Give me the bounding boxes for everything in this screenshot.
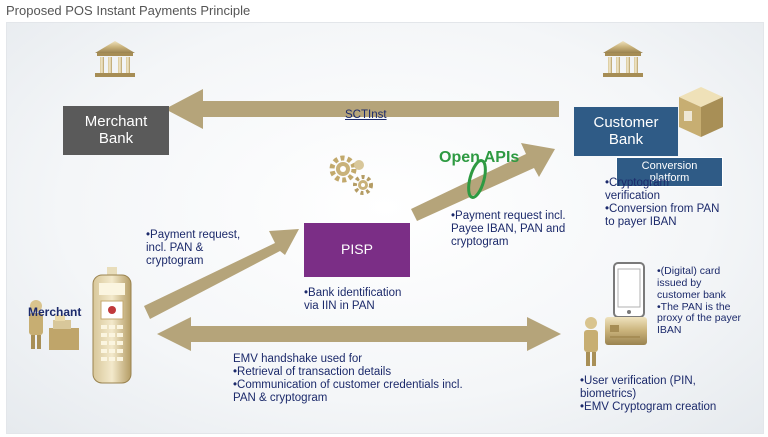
user-verification-text: •User verification (PIN,biometrics)•EMV … [580, 375, 716, 414]
payment-card-icon [605, 317, 647, 345]
text-line: issued by [657, 276, 702, 289]
payee-request-text: •Payment request incl.Payee IBAN, PAN an… [451, 210, 566, 249]
merchant-label: Merchant [28, 305, 82, 319]
text-line: cryptogram [451, 235, 509, 248]
text-line: •Retrieval of transaction details [233, 365, 392, 378]
label-line: platform [649, 172, 690, 184]
emv-handshake-text: EMV handshake used for•Retrieval of tran… [233, 353, 463, 405]
pisp-label: PISP [341, 241, 373, 258]
text-line: incl. PAN & [146, 241, 204, 254]
sctinst-arrow [165, 89, 559, 129]
page-title: Proposed POS Instant Payments Principle [6, 3, 251, 18]
text-line: proxy of the payer [657, 312, 742, 325]
bank-building-icon [95, 41, 135, 77]
text-line: •Communication of customer credentials i… [233, 378, 463, 391]
open-apis-ring [467, 159, 487, 199]
label-line: Bank [98, 129, 134, 147]
pisp-box: PISP [304, 223, 410, 277]
open-apis-label: Open APIs [439, 149, 520, 166]
text-line: •Cryptogram [605, 177, 670, 189]
gears-icon [329, 155, 373, 195]
text-line: EMV handshake used for [233, 353, 363, 365]
text-line: Payee IBAN, PAN and [451, 222, 566, 235]
smartphone-icon [613, 262, 645, 318]
text-line: cryptogram [146, 254, 204, 267]
text-line: IBAN [657, 324, 682, 337]
sctinst-label: SCTInst [345, 109, 387, 121]
bank-building-icon [603, 41, 643, 77]
diagram-graphics [29, 41, 723, 384]
text-line: biometrics) [580, 387, 637, 400]
text-line: •EMV Cryptogram creation [580, 400, 717, 413]
text-line: •The PAN is the [657, 300, 731, 313]
emv-handshake-arrow [157, 317, 561, 351]
text-line: to payer IBAN [605, 215, 677, 228]
package-box-icon [679, 87, 723, 137]
label-line: Customer [593, 113, 659, 131]
label-line: Bank [608, 130, 644, 148]
text-line: •Payment request, [146, 229, 241, 241]
pos-terminal-icon [92, 267, 132, 384]
customer-person-icon [584, 317, 598, 366]
merchant-to-pisp-arrow [144, 229, 299, 319]
text-line: customer bank [657, 288, 726, 301]
text-line: PAN & cryptogram [233, 391, 328, 404]
text-line: •(Digital) card [657, 265, 721, 277]
text-line: •Conversion from PAN [605, 202, 720, 215]
label-line: Merchant [84, 112, 148, 130]
text-line: •User verification (PIN, [580, 375, 696, 387]
label-line: Conversion [641, 159, 698, 172]
payment-request-text: •Payment request,incl. PAN &cryptogram [146, 229, 240, 268]
text-line: via IIN in PAN [304, 299, 375, 312]
text-line: •Bank identification [304, 287, 402, 299]
merchant-person-icon [29, 300, 79, 350]
text-line: •Payment request incl. [451, 210, 566, 222]
text-line: verification [605, 189, 660, 202]
